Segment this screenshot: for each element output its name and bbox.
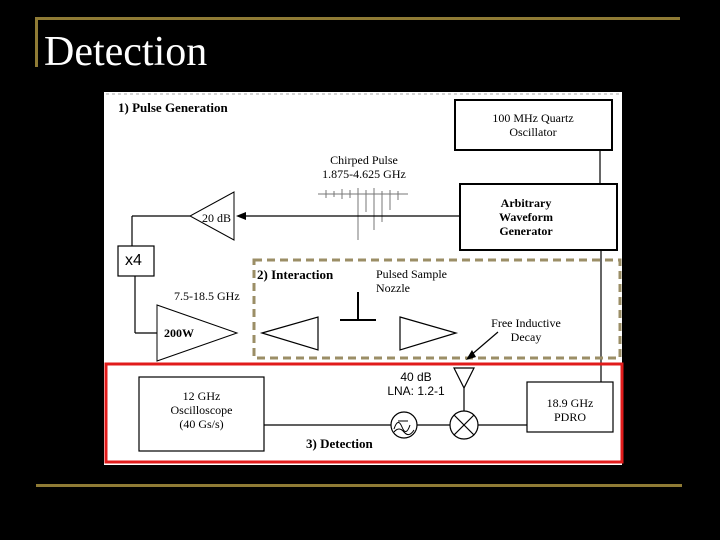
- bottom-rule: [36, 484, 682, 487]
- interaction-region: [252, 258, 622, 360]
- title-frame-left-rule: [35, 17, 38, 67]
- arrow-head-icon: [236, 212, 246, 220]
- oscilloscope-label: 12 GHz Oscilloscope (40 Gs/s): [170, 389, 233, 431]
- spectrometer-diagram: 1) Pulse Generation 100 MHz Quartz Oscil…: [104, 92, 624, 465]
- section-label-pulse-generation: 1) Pulse Generation: [118, 100, 228, 115]
- awg-label: Arbitrary Waveform Generator: [499, 196, 553, 238]
- frequency-range-label: 7.5-18.5 GHz: [174, 289, 240, 303]
- quartz-oscillator-label: 100 MHz Quartz Oscillator: [492, 111, 574, 139]
- fid-pointer: [469, 331, 499, 357]
- amplifier-label: 200W: [164, 326, 194, 340]
- chirped-pulse-label: Chirped Pulse 1.875-4.625 GHz: [322, 153, 406, 181]
- oscilloscope-box: [138, 376, 265, 452]
- detection-region: [104, 362, 624, 464]
- amplifier-triangle: [156, 304, 239, 362]
- multiplier-box: [117, 245, 155, 277]
- awg-box: [459, 183, 618, 251]
- chirped-pulse-waveform: [318, 188, 408, 240]
- title-frame-top-rule: [35, 17, 680, 20]
- section-label-detection: 3) Detection: [306, 436, 373, 451]
- lna-triangle: [453, 367, 475, 390]
- quartz-oscillator-box: [454, 99, 613, 151]
- nozzle-label: Pulsed Sample Nozzle: [376, 267, 447, 295]
- lna-label: 40 dB LNA: 1.2-1: [387, 370, 445, 398]
- multiplier-label: x4: [125, 252, 142, 269]
- pdro-box: [526, 381, 614, 433]
- attenuator-triangle: [188, 191, 235, 241]
- transmit-horn: [259, 316, 319, 351]
- pdro-label: 18.9 GHz PDRO: [546, 396, 594, 424]
- arrow-head-icon: [466, 350, 476, 360]
- fid-label: Free Inductive Decay: [491, 316, 561, 344]
- attenuator-label: 20 dB: [202, 211, 232, 225]
- section-label-interaction: 2) Interaction: [257, 267, 334, 282]
- filter-icon: [390, 411, 418, 439]
- receive-horn: [399, 316, 459, 351]
- slide-title: Detection: [44, 29, 208, 75]
